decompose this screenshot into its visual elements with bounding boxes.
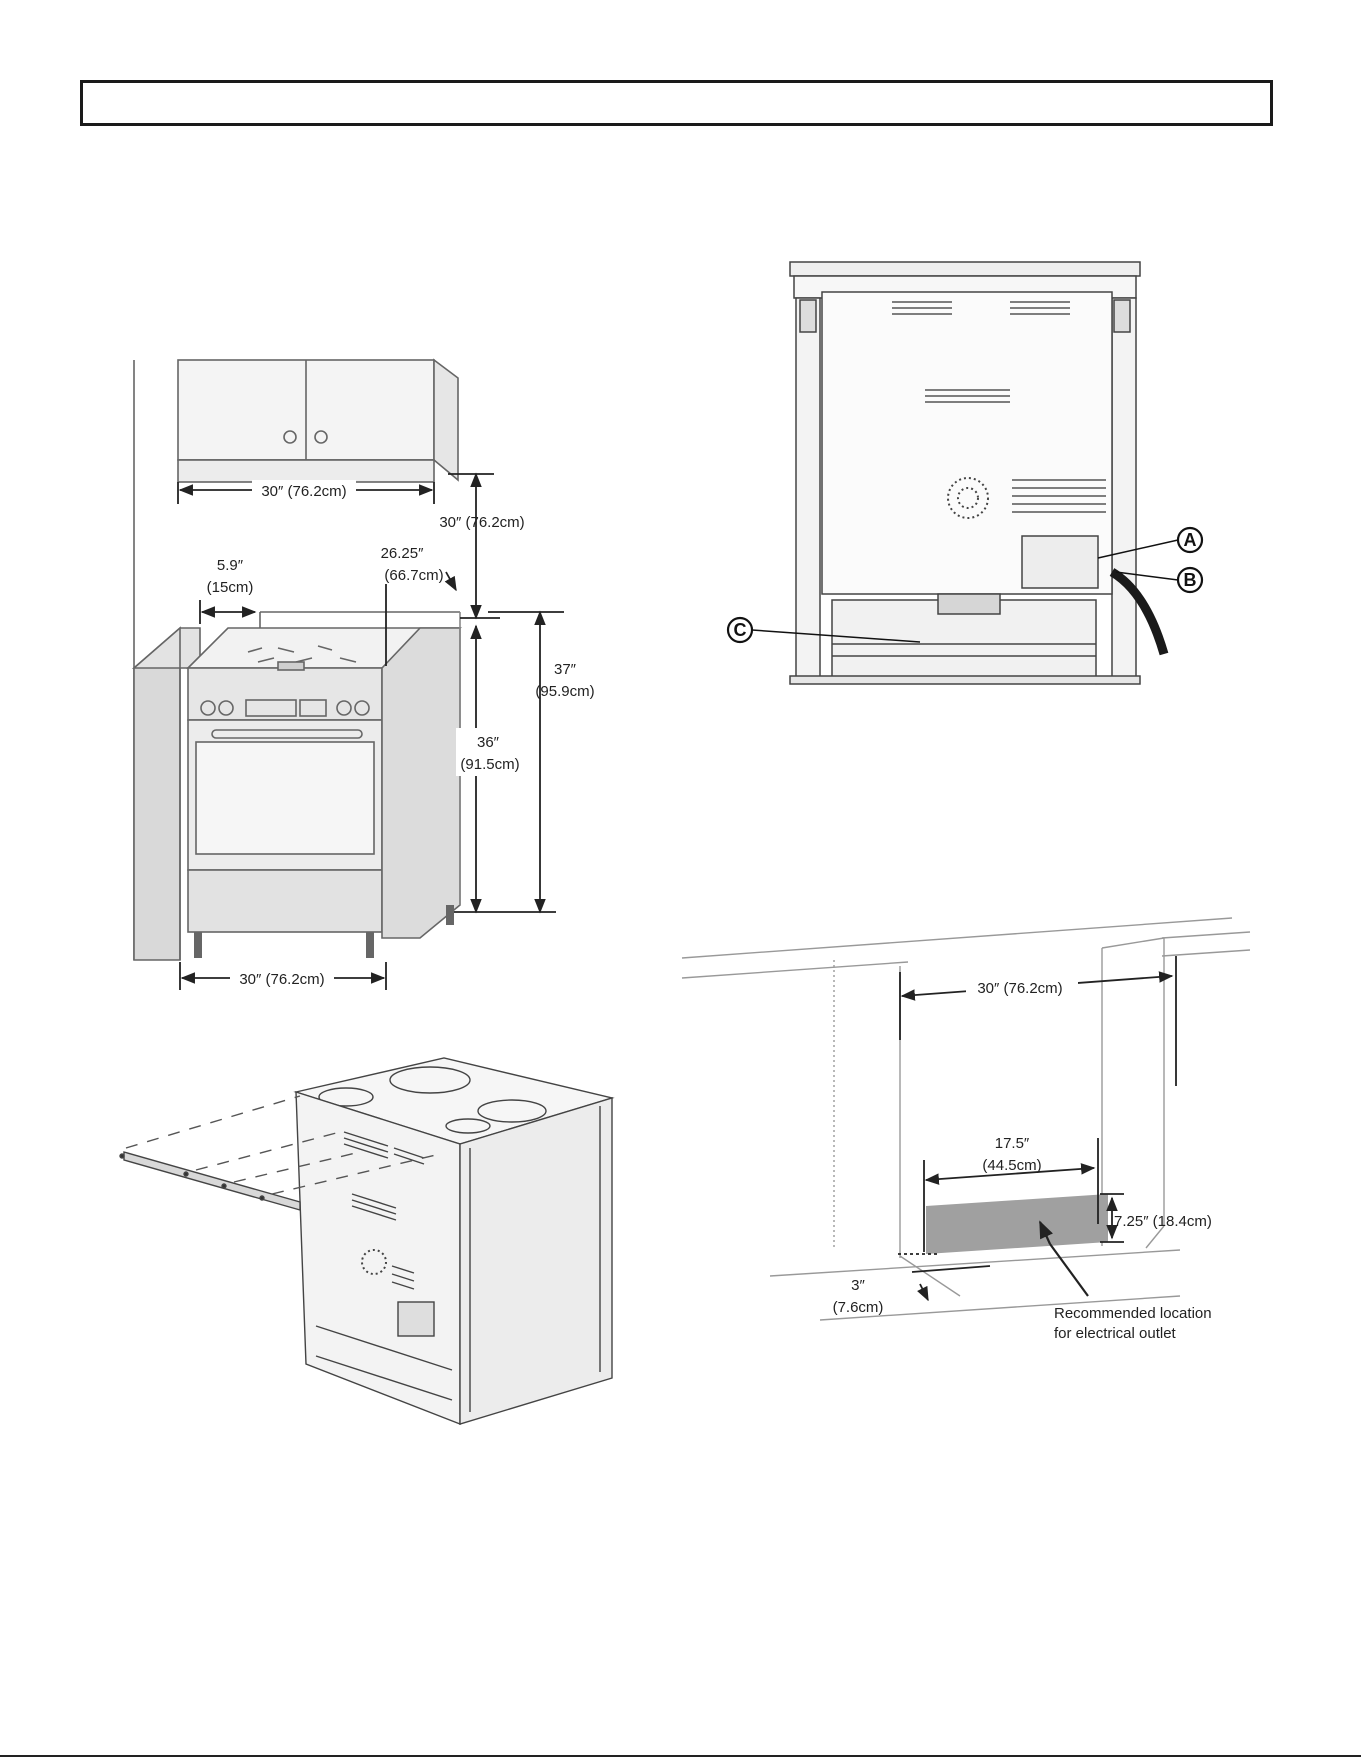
rear-view-diagram (790, 262, 1164, 684)
zone-width-cm-label: (44.5cm) (982, 1157, 1041, 1174)
depth-cm-label: (66.7cm) (384, 567, 443, 584)
hood-clearance-label: 30″ (76.2cm) (439, 514, 524, 531)
callout-a-letter: A (1184, 530, 1197, 550)
range-body (188, 612, 460, 958)
zone-height-label: 7.25″ (18.4cm) (1114, 1213, 1212, 1230)
opening-width-label: 30″ (76.2cm) (977, 980, 1062, 997)
upper-cabinet-width-label: 30″ (76.2cm) (261, 483, 346, 500)
callout-b-letter: B (1184, 570, 1197, 590)
callout-c-letter: C (734, 620, 747, 640)
range-width-label: 30″ (76.2cm) (239, 971, 324, 988)
cabinet-clearance-diagram (134, 360, 564, 990)
height-36-inches-label: 36″ (477, 734, 500, 751)
isometric-rear-diagram (120, 1058, 612, 1424)
side-gap-cm-label: (15cm) (207, 579, 254, 596)
side-gap-inches-label: 5.9″ (217, 557, 244, 574)
depth-inches-label: 26.25″ (381, 545, 425, 562)
outlet-dimension-labels: 30″ (76.2cm) 17.5″ (44.5cm) 7.25″ (18.4c… (833, 976, 1212, 1342)
junction-box (1022, 536, 1098, 588)
outlet-note-line2: for electrical outlet (1054, 1325, 1177, 1342)
footer-rule (0, 1755, 1361, 1757)
zone-width-inches-label: 17.5″ (995, 1135, 1030, 1152)
floor-offset-inches-label: 3″ (851, 1277, 865, 1294)
outlet-zone (926, 1194, 1108, 1254)
outlet-location-diagram: 30″ (76.2cm) 17.5″ (44.5cm) 7.25″ (18.4c… (682, 918, 1250, 1342)
height-36-cm-label: (91.5cm) (460, 756, 519, 773)
height-37-inches-label: 37″ (554, 661, 577, 678)
upper-cabinet (178, 360, 458, 482)
floor-offset-cm-label: (7.6cm) (833, 1299, 884, 1316)
height-37-cm-label: (95.9cm) (535, 683, 594, 700)
outlet-note-line1: Recommended location (1054, 1305, 1212, 1322)
